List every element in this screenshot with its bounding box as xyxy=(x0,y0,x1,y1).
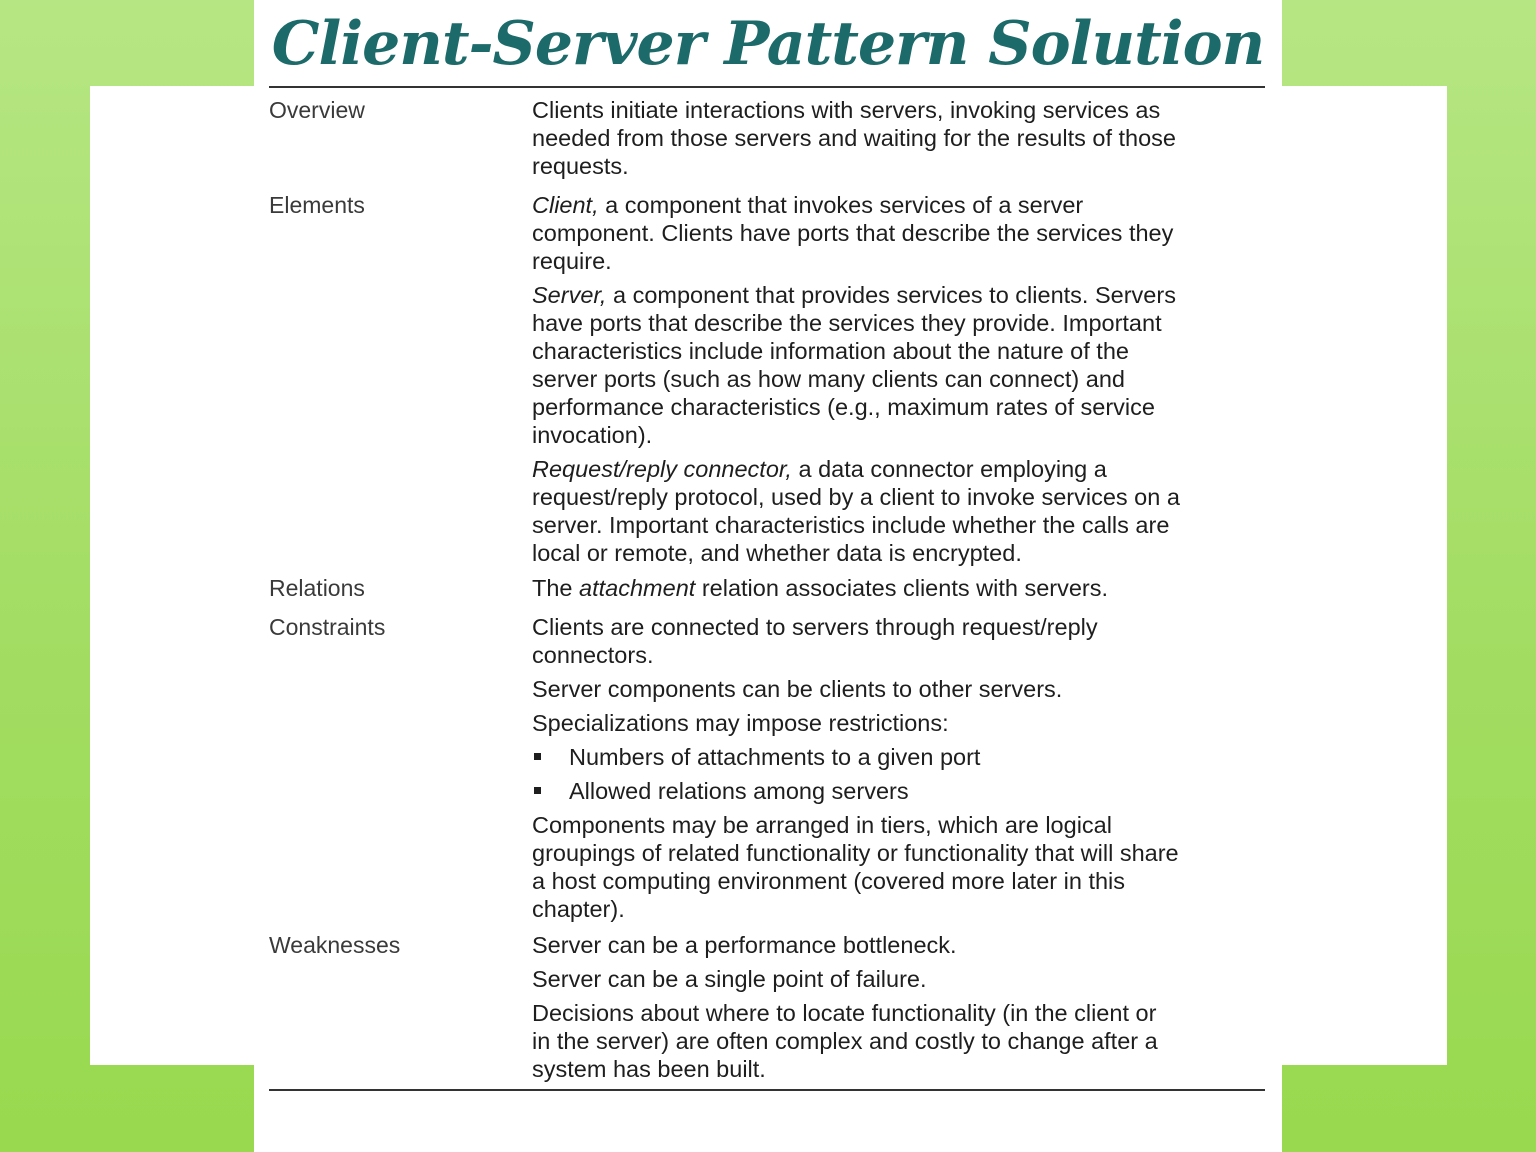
paragraph: Specializations may impose restrictions: xyxy=(532,710,949,736)
row-label: Overview xyxy=(269,97,365,123)
top-rule xyxy=(269,86,1265,88)
text-line: relation associates clients with servers… xyxy=(695,575,1109,601)
text-line: server ports (such as how many clients c… xyxy=(532,366,1125,392)
row-description: Clients are connected to servers through… xyxy=(532,613,1265,929)
row-description: Clients initiate interactions with serve… xyxy=(532,96,1265,186)
text-line: a component that invokes services of a s… xyxy=(598,192,1084,218)
text-line: a data connector employing a xyxy=(791,456,1107,482)
paragraph: Server, a component that provides servic… xyxy=(532,281,1265,449)
text-line: needed from those servers and waiting fo… xyxy=(532,125,1176,151)
text-line: request/reply protocol, used by a client… xyxy=(532,484,1180,510)
text-line: a component that provides services to cl… xyxy=(606,282,1176,308)
text-line: local or remote, and whether data is enc… xyxy=(532,540,1022,566)
paragraph: Server components can be clients to othe… xyxy=(532,676,1063,702)
paragraph: Server can be a performance bottleneck. xyxy=(532,932,957,958)
bullet-text: Allowed relations among servers xyxy=(569,778,909,804)
text-line: Clients are connected to servers through… xyxy=(532,614,1098,640)
paragraph: The attachment relation associates clien… xyxy=(532,574,1265,602)
bullet-text: Numbers of attachments to a given port xyxy=(569,744,981,770)
text-line: groupings of related functionality or fu… xyxy=(532,840,1179,866)
row-description: Server can be a performance bottleneck. … xyxy=(532,931,1265,1089)
text-line: a host computing environment (covered mo… xyxy=(532,868,1126,894)
paragraph: Server can be a single point of failure. xyxy=(532,966,927,992)
term: attachment xyxy=(579,575,696,601)
row-label: Relations xyxy=(269,575,365,601)
text-line: require. xyxy=(532,248,612,274)
text-line: The xyxy=(532,575,580,601)
row-label: Elements xyxy=(269,192,365,218)
text-line: Components may be arranged in tiers, whi… xyxy=(532,812,1112,838)
row-label: Weaknesses xyxy=(269,932,401,958)
text-line: connectors. xyxy=(532,642,654,668)
bottom-rule xyxy=(269,1089,1265,1091)
text-line: Clients initiate interactions with serve… xyxy=(532,97,1161,123)
text-line: component. Clients have ports that descr… xyxy=(532,220,1174,246)
row-label: Constraints xyxy=(269,614,386,640)
bullet-icon xyxy=(534,787,541,794)
term: Client, xyxy=(532,192,599,218)
paragraph: Client, a component that invokes service… xyxy=(532,191,1265,275)
text-line: server. Important characteristics includ… xyxy=(532,512,1170,538)
paragraph: Components may be arranged in tiers, whi… xyxy=(532,811,1265,923)
slide-title: Client-Server Pattern Solution xyxy=(271,9,1265,79)
paragraph: Request/reply connector, a data connecto… xyxy=(532,455,1265,567)
text-line: system has been built. xyxy=(532,1056,766,1082)
content-panel xyxy=(254,0,1282,1152)
paragraph: Clients are connected to servers through… xyxy=(532,613,1265,669)
text-line: have ports that describe the services th… xyxy=(532,310,1162,336)
text-line: in the server) are often complex and cos… xyxy=(532,1028,1158,1054)
bullet-item: Allowed relations among servers xyxy=(532,777,1265,805)
term: Request/reply connector, xyxy=(532,456,792,482)
paragraph: Decisions about where to locate function… xyxy=(532,999,1265,1083)
row-description: Client, a component that invokes service… xyxy=(532,191,1265,573)
paragraph: Clients initiate interactions with serve… xyxy=(532,96,1265,180)
text-line: performance characteristics (e.g., maxim… xyxy=(532,394,1155,420)
text-line: requests. xyxy=(532,153,629,179)
row-description: The attachment relation associates clien… xyxy=(532,574,1265,608)
text-line: characteristics include information abou… xyxy=(532,338,1129,364)
bullet-icon xyxy=(534,753,541,760)
text-line: invocation). xyxy=(532,422,653,448)
text-line: chapter). xyxy=(532,896,625,922)
text-line: Decisions about where to locate function… xyxy=(532,1000,1157,1026)
term: Server, xyxy=(532,282,607,308)
bullet-item: Numbers of attachments to a given port xyxy=(532,743,1265,771)
